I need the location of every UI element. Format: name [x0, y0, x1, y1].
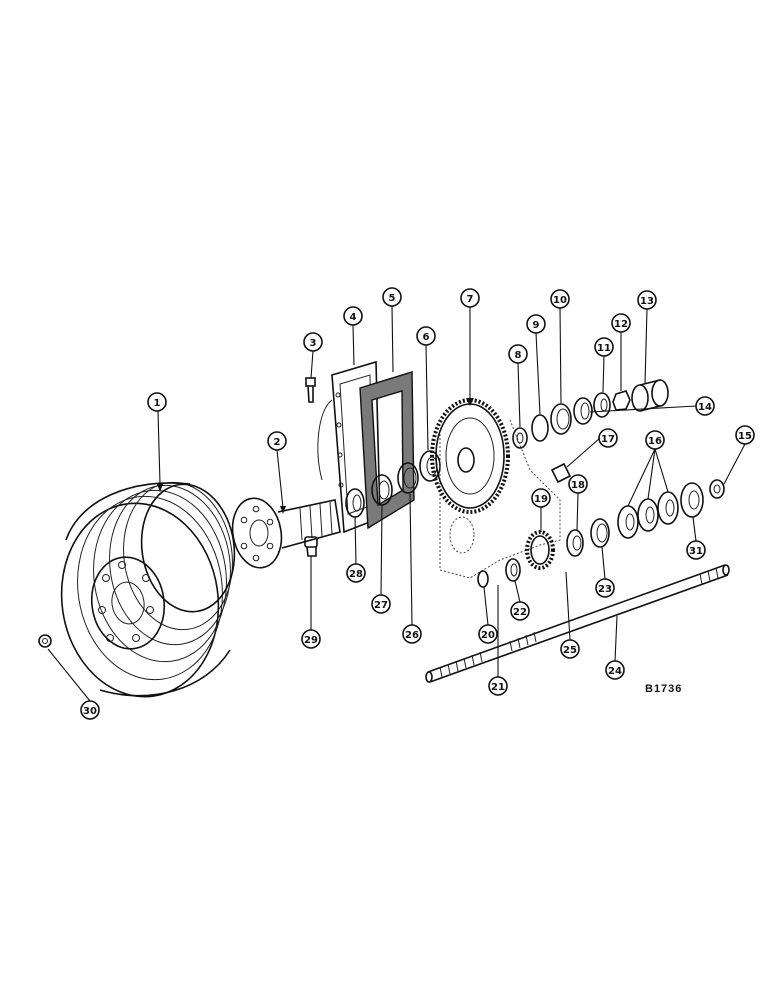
bearing-small [505, 558, 521, 582]
oil-seal [345, 488, 365, 518]
callout-21: 21 [488, 676, 508, 696]
bearing-cup-outer [550, 403, 572, 435]
dowel-bolt [304, 536, 318, 557]
bearing-retainer [680, 482, 704, 518]
callout-29: 29 [301, 629, 321, 649]
svg-text:6: 6 [423, 332, 430, 343]
svg-text:31: 31 [689, 546, 703, 557]
svg-text:29: 29 [304, 635, 318, 646]
callout-31: 31 [686, 540, 706, 560]
callout-18: 18 [568, 474, 588, 494]
svg-text:1: 1 [154, 398, 161, 409]
svg-text:18: 18 [571, 480, 585, 491]
svg-text:4: 4 [350, 312, 357, 323]
bearing-cone-inner [573, 397, 593, 425]
callout-5: 5 [382, 287, 402, 307]
callout-9: 9 [526, 314, 546, 334]
svg-text:17: 17 [601, 434, 615, 445]
svg-text:28: 28 [349, 569, 363, 580]
snap-ring-small [477, 570, 489, 588]
svg-text:16: 16 [648, 436, 662, 447]
callout-2: 2 [267, 431, 287, 451]
callout-24: 24 [605, 660, 625, 680]
callout-16: 16 [645, 430, 665, 450]
callout-8: 8 [508, 344, 528, 364]
snap-ring [531, 414, 549, 442]
pinion-bearing [566, 529, 584, 557]
svg-text:3: 3 [310, 338, 317, 349]
svg-text:26: 26 [405, 630, 419, 641]
callout-22: 22 [510, 601, 530, 621]
wheel-nut [38, 634, 52, 648]
svg-text:10: 10 [553, 295, 567, 306]
svg-text:22: 22 [513, 607, 527, 618]
svg-text:25: 25 [563, 645, 577, 656]
callout-15: 15 [735, 425, 755, 445]
pinion-cup [590, 518, 610, 548]
svg-text:5: 5 [389, 293, 396, 304]
svg-text:11: 11 [597, 343, 611, 354]
washer [512, 427, 528, 449]
svg-text:27: 27 [374, 600, 388, 611]
final-drive-housing [439, 419, 561, 579]
end-cap [631, 379, 669, 412]
svg-text:20: 20 [481, 630, 495, 641]
nut [612, 390, 631, 411]
svg-text:24: 24 [608, 666, 622, 677]
gasket [359, 371, 415, 530]
pinion-gear [525, 530, 555, 570]
callout-6: 6 [416, 326, 436, 346]
bull-gear [430, 398, 510, 514]
drain-plug [550, 462, 572, 484]
callout-28: 28 [346, 563, 366, 583]
callout-26: 26 [402, 624, 422, 644]
svg-text:2: 2 [274, 437, 281, 448]
callout-20: 20 [478, 624, 498, 644]
svg-text:30: 30 [83, 706, 97, 717]
callout-27: 27 [371, 594, 391, 614]
callout-3: 3 [303, 332, 323, 352]
cap-screw [305, 377, 316, 403]
hub-flange [231, 497, 341, 569]
bearing-cup [397, 462, 419, 494]
svg-text:13: 13 [640, 296, 654, 307]
callout-23: 23 [595, 578, 615, 598]
callout-4: 4 [343, 306, 363, 326]
callout-30: 30 [80, 700, 100, 720]
bearing [593, 392, 611, 418]
callout-25: 25 [560, 639, 580, 659]
callout-17: 17 [598, 428, 618, 448]
svg-text:23: 23 [598, 584, 612, 595]
leader-arrowheads [157, 398, 474, 514]
callout-19: 19 [531, 488, 551, 508]
washer-end [709, 479, 725, 499]
callout-12: 12 [611, 313, 631, 333]
callout-7: 7 [460, 288, 480, 308]
svg-text:8: 8 [515, 350, 522, 361]
svg-text:12: 12 [614, 319, 628, 330]
wheel-rim [60, 481, 236, 698]
svg-text:14: 14 [698, 402, 712, 413]
leader-lines [47, 305, 746, 702]
figure-reference: B1736 [645, 683, 682, 695]
svg-text:9: 9 [533, 320, 540, 331]
callout-1: 1 [147, 392, 167, 412]
svg-text:21: 21 [491, 682, 505, 693]
callout-10: 10 [550, 289, 570, 309]
callout-11: 11 [594, 337, 614, 357]
callout-14: 14 [695, 396, 715, 416]
callout-13: 13 [637, 290, 657, 310]
drive-shaft [425, 564, 730, 683]
svg-text:7: 7 [467, 294, 474, 305]
svg-text:19: 19 [534, 494, 548, 505]
svg-text:15: 15 [738, 431, 752, 442]
